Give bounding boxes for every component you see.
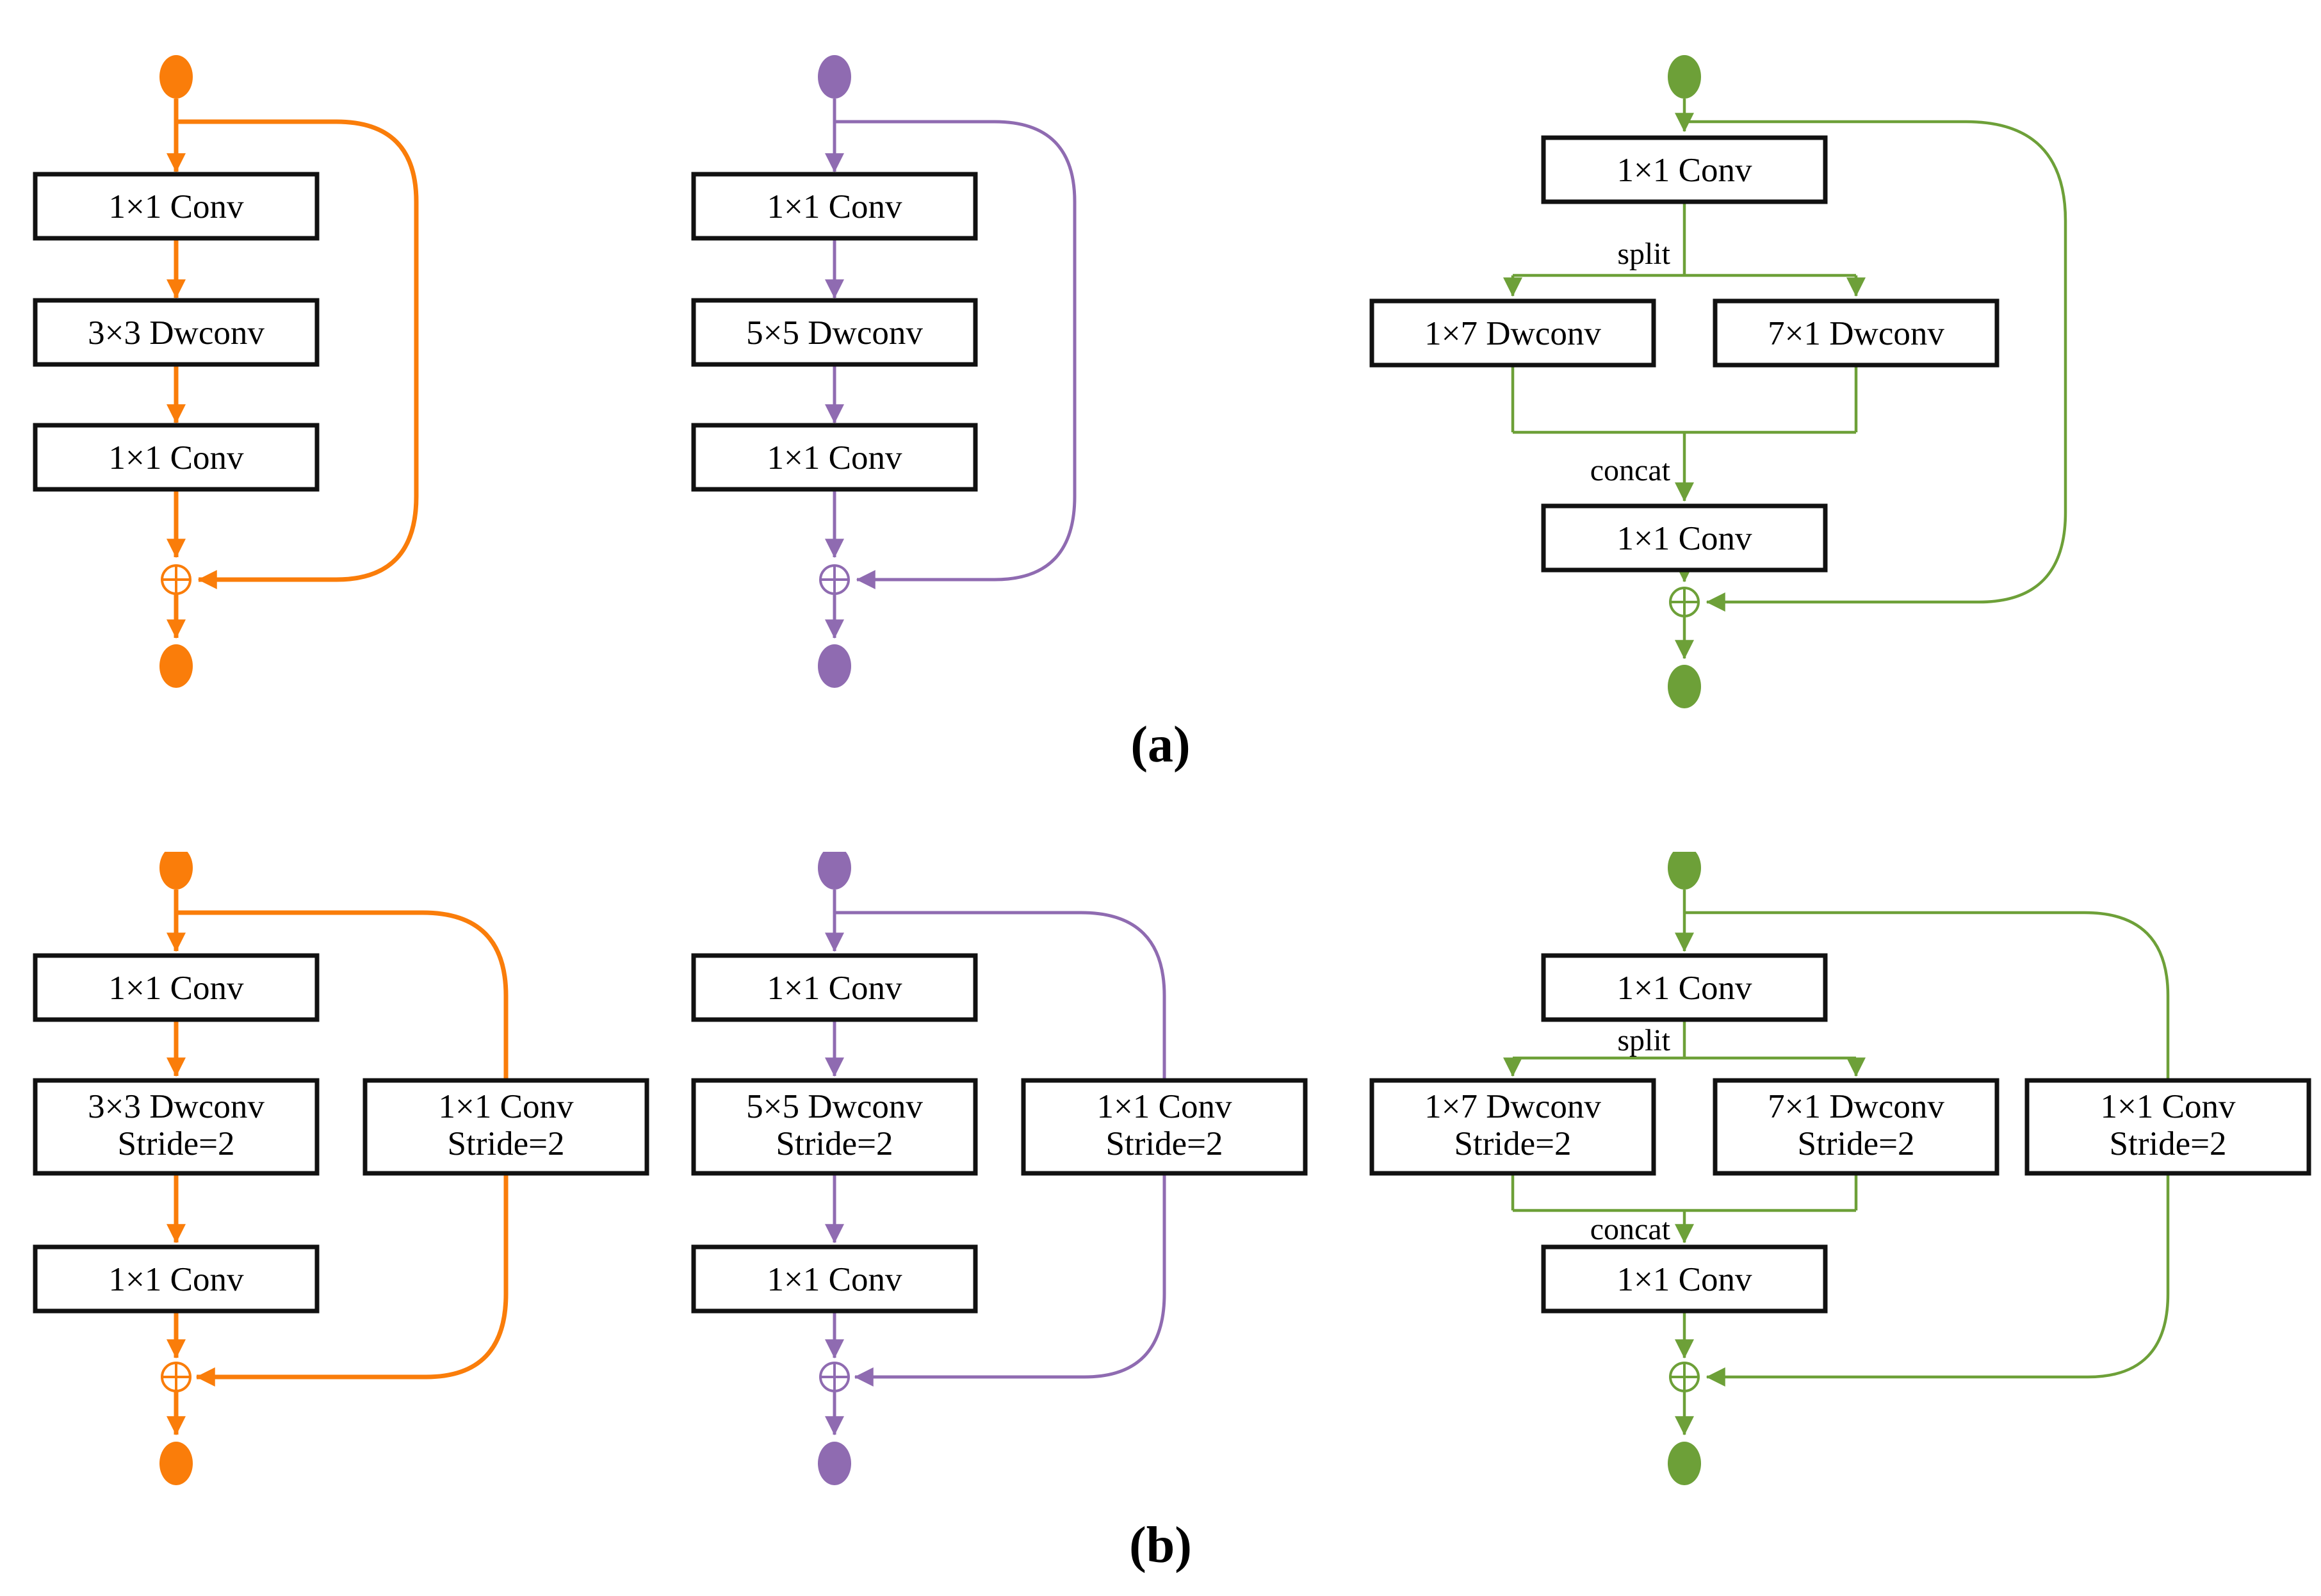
output-node	[159, 644, 193, 688]
add-icon	[1669, 1362, 1700, 1392]
output-node	[1668, 665, 1701, 708]
shortcut-conv-box-label: Stride=2	[448, 1125, 565, 1162]
skip-connection	[195, 1173, 509, 1387]
add-icon	[819, 564, 850, 595]
input-node	[1668, 55, 1701, 99]
panel-a-green-block: 1×1 Conv split 1×7 Dwconv 7×1 Dwconv con…	[1369, 55, 2067, 708]
conv-box-label: 1×1 Conv	[1617, 1261, 1752, 1298]
dwconv-stride-box-label: 7×1 Dwconv	[1768, 1088, 1944, 1125]
skip-connection	[176, 119, 419, 589]
conv-box	[33, 172, 320, 241]
add-icon	[819, 1362, 850, 1392]
skip-connection	[176, 910, 509, 1080]
skip-connection	[1684, 120, 2067, 612]
panel-a-orange-block: 1×1 Conv 3×3 Dwconv 1×1 Conv	[33, 55, 419, 688]
dwconv-stride-box-label: Stride=2	[776, 1125, 893, 1162]
dwconv-stride-box-label: 5×5 Dwconv	[746, 1088, 923, 1125]
conv-box	[1541, 503, 1828, 573]
concat-label: concat	[1590, 453, 1671, 487]
conv-box-label: 1×1 Conv	[109, 1261, 244, 1298]
dwconv-box-label: 5×5 Dwconv	[746, 314, 923, 352]
output-node	[159, 1442, 193, 1485]
conv-box-label: 1×1 Conv	[767, 1261, 902, 1298]
shortcut-conv-box	[2024, 1078, 2311, 1176]
input-node	[818, 852, 851, 890]
dwconv-box-label: 1×7 Dwconv	[1424, 315, 1601, 352]
shortcut-conv-box-label: 1×1 Conv	[2101, 1088, 2236, 1125]
dwconv-box-label: 7×1 Dwconv	[1768, 315, 1944, 352]
conv-box	[1541, 953, 1828, 1022]
conv-box-label: 1×1 Conv	[109, 188, 244, 225]
dwconv-stride-box-label: Stride=2	[118, 1125, 235, 1162]
shortcut-conv-box-label: 1×1 Conv	[439, 1088, 574, 1125]
conv-box	[691, 953, 978, 1022]
conv-box-label: 1×1 Conv	[1617, 152, 1752, 189]
shortcut-conv-box	[1021, 1078, 1308, 1176]
input-node	[818, 55, 851, 99]
shortcut-conv-box	[362, 1078, 649, 1176]
input-node	[1668, 852, 1701, 890]
split-label: split	[1617, 237, 1670, 271]
output-node	[818, 644, 851, 688]
panel-b-green-block: 1×1 Conv split 1×7 Dwconv Stride=2 7×1 D…	[1369, 852, 2311, 1485]
conv-box-label: 1×1 Conv	[109, 970, 244, 1007]
split-label: split	[1617, 1023, 1670, 1057]
conv-box-label: 1×1 Conv	[1617, 970, 1752, 1007]
dwconv-box	[33, 298, 320, 367]
input-node	[159, 55, 193, 99]
skip-connection	[854, 1173, 1166, 1387]
add-icon	[1669, 587, 1700, 617]
skip-connection	[835, 120, 1077, 589]
input-node	[159, 852, 193, 890]
output-node	[1668, 1442, 1701, 1485]
dwconv-box	[1369, 298, 1656, 368]
panel-b-caption: (b)	[1129, 1517, 1192, 1574]
conv-box	[33, 423, 320, 492]
conv-box	[691, 423, 978, 492]
conv-box-label: 1×1 Conv	[109, 439, 244, 476]
dwconv-box-label: 3×3 Dwconv	[88, 314, 265, 352]
conv-box	[691, 172, 978, 241]
skip-connection	[1706, 1173, 2170, 1387]
add-icon	[161, 564, 191, 595]
conv-box	[33, 1244, 320, 1314]
conv-box-label: 1×1 Conv	[767, 439, 902, 476]
conv-box	[691, 1244, 978, 1314]
conv-box	[1541, 1244, 1828, 1314]
conv-box-label: 1×1 Conv	[767, 188, 902, 225]
dwconv-stride-box	[691, 1078, 978, 1176]
panel-a-caption: (a)	[1130, 717, 1191, 773]
add-icon	[161, 1362, 191, 1392]
shortcut-conv-box-label: Stride=2	[1106, 1125, 1223, 1162]
conv-box-label: 1×1 Conv	[767, 970, 902, 1007]
panel-a-purple-block: 1×1 Conv 5×5 Dwconv 1×1 Conv	[691, 55, 1077, 688]
shortcut-conv-box-label: Stride=2	[2110, 1125, 2227, 1162]
skip-connection	[1684, 911, 2170, 1080]
dwconv-stride-box-label: Stride=2	[1454, 1125, 1572, 1162]
dwconv-stride-box	[1369, 1078, 1656, 1176]
dwconv-box	[691, 298, 978, 367]
conv-box-label: 1×1 Conv	[1617, 520, 1752, 557]
conv-box	[33, 953, 320, 1022]
panel-b-orange-block: 1×1 Conv 3×3 Dwconv Stride=2 1×1 Conv St…	[33, 852, 649, 1485]
dwconv-stride-box	[33, 1078, 320, 1176]
dwconv-stride-box-label: Stride=2	[1798, 1125, 1915, 1162]
dwconv-stride-box-label: 3×3 Dwconv	[88, 1088, 265, 1125]
dwconv-stride-box-label: 1×7 Dwconv	[1424, 1088, 1601, 1125]
dwconv-stride-box	[1713, 1078, 1999, 1176]
conv-box	[1541, 135, 1828, 204]
concat-label: concat	[1590, 1212, 1671, 1246]
panel-b-purple-block: 1×1 Conv 5×5 Dwconv Stride=2 1×1 Conv St…	[691, 852, 1308, 1485]
dwconv-box	[1713, 298, 1999, 368]
skip-connection	[835, 911, 1166, 1080]
output-node	[818, 1442, 851, 1485]
shortcut-conv-box-label: 1×1 Conv	[1097, 1088, 1232, 1125]
